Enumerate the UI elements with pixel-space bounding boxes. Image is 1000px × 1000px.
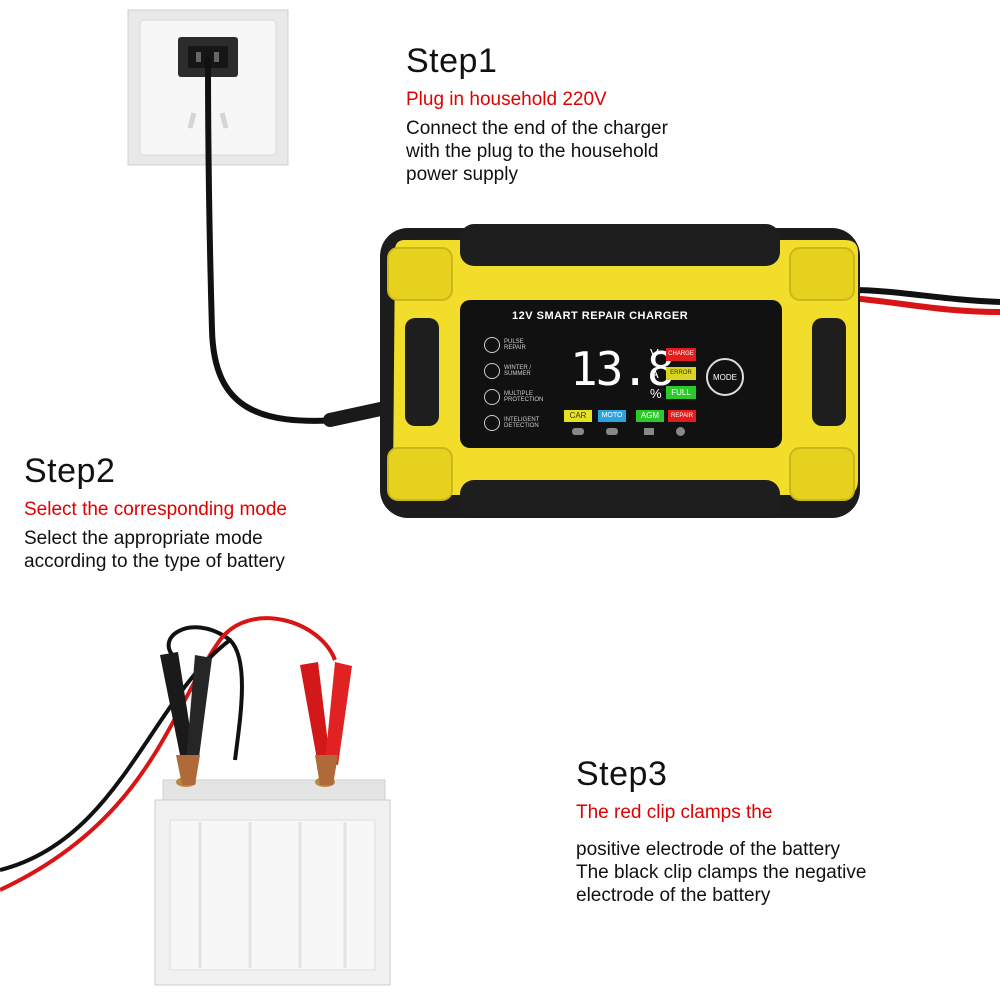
red-clip [300, 662, 352, 785]
step-2: Step2 Select the corresponding mode Sele… [24, 452, 287, 573]
charger-panel: 12V SMART REPAIR CHARGER PULSE REPAIR WI… [460, 300, 782, 448]
step-2-subtitle: Select the corresponding mode [24, 499, 287, 520]
mode-moto: MOTO [598, 410, 626, 422]
step-3: Step3 The red clip clamps the positive e… [576, 755, 866, 907]
charger [380, 224, 860, 518]
detection-icon: INTELIGENT DETECTION [484, 410, 564, 436]
unit-pct: % [650, 386, 662, 401]
charger-brand-label: 12V SMART REPAIR CHARGER [512, 310, 689, 322]
power-cord [205, 57, 343, 424]
step-3-subtitle: The red clip clamps the [576, 802, 773, 823]
step-3-description: positive electrode of the battery The bl… [576, 839, 867, 906]
step-2-description: Select the appropriate mode according to… [24, 528, 285, 572]
winter-summer-icon: WINTER / SUMMER [484, 358, 564, 384]
power-cord-strain [323, 401, 392, 427]
step-1-subtitle: Plug in household 220V [406, 89, 607, 110]
moto-icon [606, 428, 618, 435]
unit-a: A [650, 366, 659, 381]
agm-icon [644, 428, 654, 435]
status-full: FULL [666, 386, 696, 399]
black-clip [160, 652, 212, 785]
output-cable-black [849, 287, 1000, 305]
status-repair: REPAIR [668, 410, 696, 422]
status-error: ERROR [666, 367, 696, 380]
output-cable-red [849, 295, 1000, 315]
step-1: Step1 Plug in household 220V Connect the… [406, 42, 668, 186]
protection-icon: MULTIPLE PROTECTION [484, 384, 564, 410]
feature-list: PULSE REPAIR WINTER / SUMMER MULTIPLE PR… [484, 332, 564, 436]
mode-button[interactable]: MODE [706, 358, 744, 396]
repair-icon [676, 427, 685, 436]
step-2-title: Step2 [24, 452, 116, 490]
step-1-title: Step1 [406, 42, 498, 80]
step-3-title: Step3 [576, 755, 668, 793]
mode-button-label: MODE [713, 372, 737, 382]
digit-readout: 13.8 [570, 342, 675, 396]
pulse-repair-icon: PULSE REPAIR [484, 332, 564, 358]
car-icon [572, 428, 584, 435]
mode-car: CAR [564, 410, 592, 422]
mode-agm: AGM [636, 410, 664, 422]
battery [154, 777, 391, 986]
status-charge: CHARGE [666, 348, 696, 361]
step-1-description: Connect the end of the charger with the … [406, 118, 668, 185]
unit-v: V [650, 346, 659, 361]
